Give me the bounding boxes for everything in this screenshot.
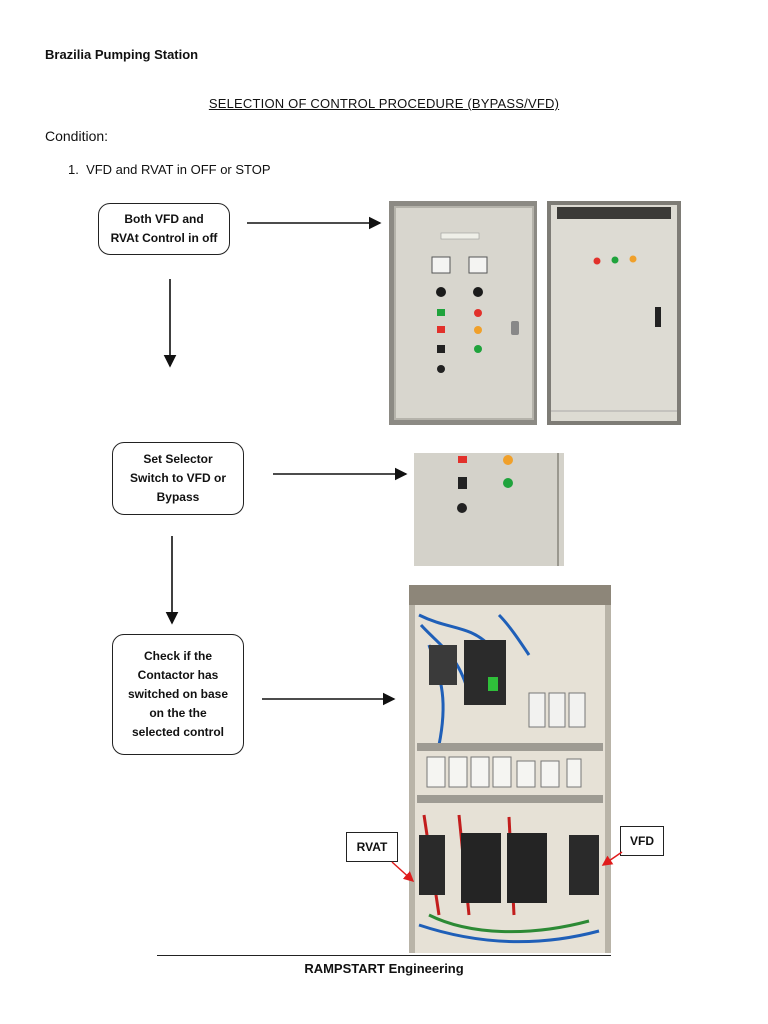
label-vfd: VFD	[620, 826, 664, 856]
step-1-text: 1. VFD and RVAT in OFF or STOP	[68, 162, 271, 177]
flow-box-set-selector: Set Selector Switch to VFD or Bypass	[112, 442, 244, 515]
rvat-pointer-arrow	[391, 861, 415, 883]
footer-divider	[157, 955, 611, 956]
header-title: Brazilia Pumping Station	[45, 47, 199, 62]
photo-contactor-panel	[409, 585, 611, 953]
photo-control-panel	[389, 201, 537, 425]
condition-label: Condition:	[45, 128, 109, 144]
photo-selector-switch	[414, 453, 564, 566]
label-rvat: RVAT	[346, 832, 398, 862]
document-title: SELECTION OF CONTROL PROCEDURE (BYPASS/V…	[208, 96, 560, 111]
vfd-pointer-arrow	[601, 851, 623, 866]
photo-vfd-cabinet	[547, 201, 681, 425]
footer-company: RAMPSTART Engineering	[304, 961, 464, 976]
flow-box-check-contactor: Check if the Contactor has switched on b…	[112, 634, 244, 755]
flow-box-both-off: Both VFD and RVAt Control in off	[98, 203, 230, 255]
